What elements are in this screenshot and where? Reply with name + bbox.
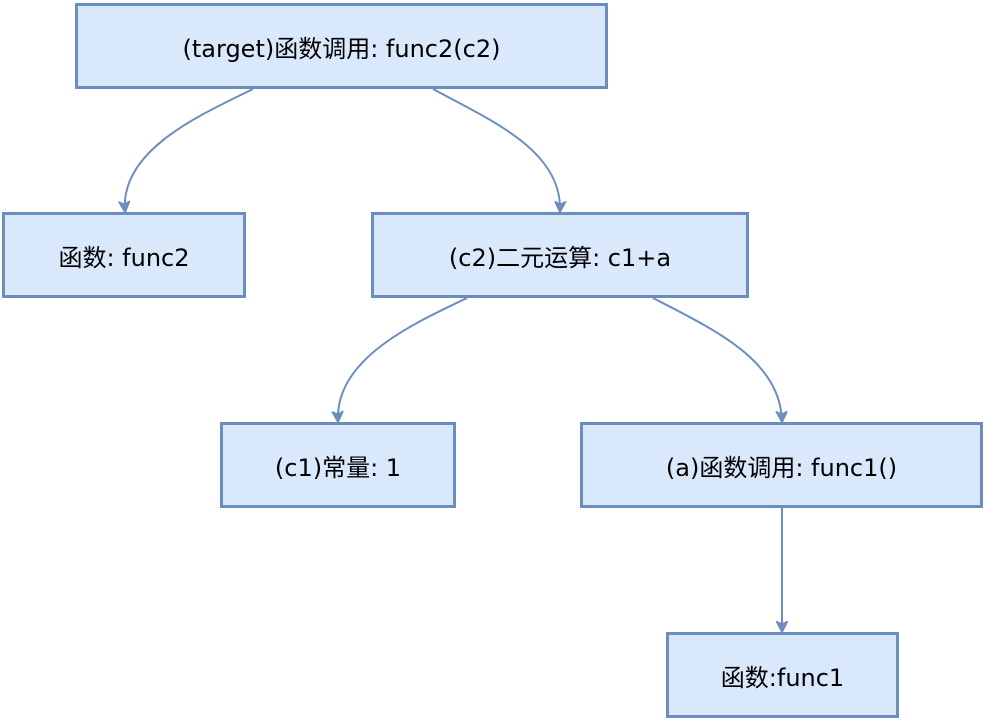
edge-c2-to-c1 [338, 297, 468, 421]
node-a-function-call: (a)函数调用: func1() [580, 422, 983, 508]
node-func1-label: 函数:func1 [720, 663, 845, 692]
node-a-label: (a)函数调用: func1() [665, 453, 898, 482]
node-c2-label: (c2)二元运算: c1+a [448, 243, 672, 272]
node-function-func1: 函数:func1 [666, 632, 899, 718]
node-func2-label: 函数: func2 [58, 243, 190, 272]
node-c2-binary-operation: (c2)二元运算: c1+a [371, 212, 749, 298]
edge-c2-to-a [652, 297, 782, 421]
node-target-label: (target)函数调用: func2(c2) [182, 34, 501, 63]
node-c1-label: (c1)常量: 1 [274, 453, 402, 482]
node-c1-constant: (c1)常量: 1 [220, 422, 456, 508]
edge-target-to-c2 [432, 88, 560, 211]
node-function-func2: 函数: func2 [2, 212, 246, 298]
edge-target-to-func2 [125, 88, 254, 211]
node-target-function-call: (target)函数调用: func2(c2) [75, 3, 608, 89]
